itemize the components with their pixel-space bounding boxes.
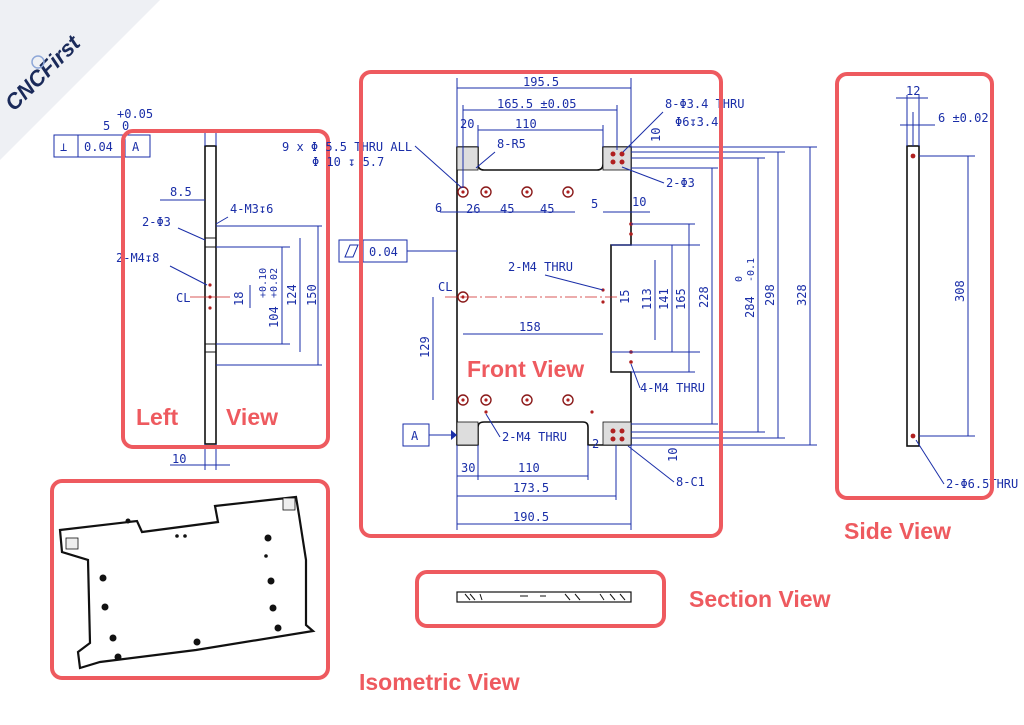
m4-thru-mid: 2-M4 THRU bbox=[508, 260, 573, 274]
perp-value: 0.04 bbox=[84, 140, 113, 154]
dim-165-5: 165.5 ±0.05 bbox=[497, 97, 576, 111]
section-view-frame bbox=[415, 570, 666, 628]
front-view-frame bbox=[359, 70, 723, 538]
section-view-part bbox=[456, 591, 632, 603]
c1-callout: 8-C1 bbox=[676, 475, 705, 489]
tol-plus: +0.05 bbox=[117, 107, 153, 121]
left-view: +0.05 0 5 ⊥ 0.04 A 8.5 4-M3↧6 2-Φ3 2-M4↧… bbox=[53, 107, 322, 470]
dim-10-tr: 10 bbox=[649, 128, 663, 142]
left-view-label: Left bbox=[136, 404, 179, 430]
holes-3-4-callout: 8-Φ3.4 THRU bbox=[665, 97, 744, 111]
isometric-view-frame bbox=[50, 479, 330, 680]
dim-190-5: 190.5 bbox=[513, 510, 549, 524]
dim-10c: 10 bbox=[666, 448, 680, 462]
m4-thru-bot: 2-M4 THRU bbox=[502, 430, 567, 444]
perp-symbol: ⊥ bbox=[60, 140, 67, 154]
side-dim-6: 6 ±0.02 bbox=[938, 111, 989, 125]
dim-124: 124 bbox=[285, 284, 299, 306]
front-view: CL 195.5 165.5 ±0.05 20 110 8-R5 9 x Φ 5… bbox=[282, 75, 817, 530]
dim-45b: 45 bbox=[540, 202, 554, 216]
left-view-frame bbox=[121, 129, 330, 449]
dim-2: 2 bbox=[592, 437, 599, 451]
dim-228: 228 bbox=[697, 286, 711, 308]
datum-a-label: A bbox=[411, 429, 419, 443]
tol-zero: 0 bbox=[122, 119, 129, 133]
r5-callout: 8-R5 bbox=[497, 137, 526, 151]
front-view-part bbox=[456, 146, 632, 446]
dim-173-5: 173.5 bbox=[513, 481, 549, 495]
side-view-part bbox=[906, 145, 920, 447]
centerline-label: CL bbox=[176, 291, 190, 305]
parallelism-value: 0.04 bbox=[369, 245, 398, 259]
dim-328: 328 bbox=[795, 284, 809, 306]
dim-15: 15 bbox=[618, 290, 632, 304]
dim-110-bot: 110 bbox=[518, 461, 540, 475]
side-holes-callout: 2-Φ6.5THRU bbox=[946, 477, 1018, 491]
left-view-label-2: View bbox=[226, 404, 278, 430]
dim-18: 18 bbox=[232, 292, 246, 306]
m4-callout: 2-M4↧8 bbox=[116, 251, 159, 265]
dim-10b: 10 bbox=[632, 195, 646, 209]
m3-callout: 4-M3↧6 bbox=[230, 202, 273, 216]
side-view-frame bbox=[835, 72, 994, 500]
dim-104-tol-plus: +0.10 bbox=[258, 268, 269, 298]
thru-all-line1: 9 x Φ 5.5 THRU ALL bbox=[282, 140, 412, 154]
side-dim-308: 308 bbox=[953, 280, 967, 302]
dim-6: 6 bbox=[435, 201, 442, 215]
dim-165: 165 bbox=[674, 288, 688, 310]
thru-all-line2: Φ 10 ↧ 5.7 bbox=[312, 155, 384, 169]
front-centerline-label: CL bbox=[438, 280, 452, 294]
2phi3-callout: 2-Φ3 bbox=[666, 176, 695, 190]
dim-104: 104 bbox=[267, 306, 281, 328]
dim-20: 20 bbox=[460, 117, 474, 131]
dim-104-tol-minus: +0.02 bbox=[269, 268, 280, 298]
dim-10: 10 bbox=[172, 452, 186, 466]
perp-datum: A bbox=[132, 140, 140, 154]
isometric-view-label: Isometric View bbox=[359, 669, 520, 695]
dim-113: 113 bbox=[640, 288, 654, 310]
m4-thru-4: 4-M4 THRU bbox=[640, 381, 705, 395]
dim-30: 30 bbox=[461, 461, 475, 475]
dim-298: 298 bbox=[763, 284, 777, 306]
dim-45a: 45 bbox=[500, 202, 514, 216]
left-view-part bbox=[204, 145, 217, 445]
dim-150: 150 bbox=[305, 284, 319, 306]
dim-195-5: 195.5 bbox=[523, 75, 559, 89]
dim-26: 26 bbox=[466, 202, 480, 216]
dim-284-tol-minus: -0.1 bbox=[746, 258, 757, 282]
dim-110-top: 110 bbox=[515, 117, 537, 131]
isometric-view bbox=[58, 495, 316, 670]
dim-129: 129 bbox=[418, 336, 432, 358]
dim-5: 5 bbox=[103, 119, 110, 133]
dim-284-tol-zero: 0 bbox=[734, 276, 745, 282]
parallelism-icon bbox=[344, 244, 359, 258]
dim-158: 158 bbox=[519, 320, 541, 334]
dim-284: 284 bbox=[743, 296, 757, 318]
dim-8-5: 8.5 bbox=[170, 185, 192, 199]
dim-141: 141 bbox=[657, 288, 671, 310]
front-view-label: Front View bbox=[467, 356, 584, 382]
section-view-label: Section View bbox=[689, 586, 831, 612]
holes-6-callout: Φ6↧3.4 bbox=[675, 115, 718, 129]
side-view: 12 6 ±0.02 308 2-Φ6.5THRU bbox=[896, 84, 1018, 491]
logo-icon bbox=[31, 55, 45, 69]
dim-5-front: 5 bbox=[591, 197, 598, 211]
side-dim-12: 12 bbox=[906, 84, 920, 98]
side-view-label: Side View bbox=[844, 518, 951, 544]
phi3-callout: 2-Φ3 bbox=[142, 215, 171, 229]
section-view bbox=[456, 591, 632, 603]
isometric-part bbox=[58, 495, 316, 670]
